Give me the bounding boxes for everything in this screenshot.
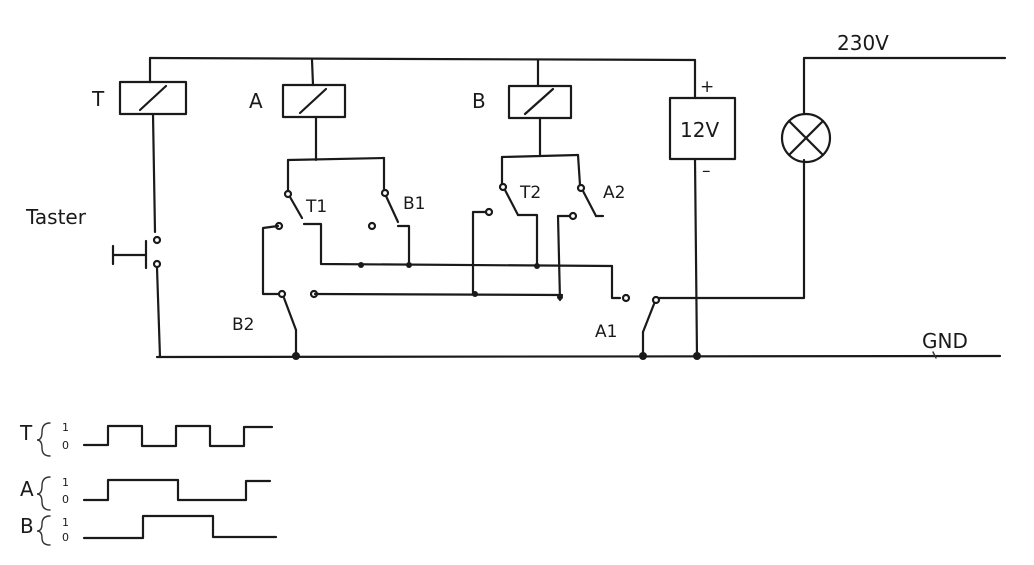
supply-230v-wire bbox=[802, 56, 1007, 116]
timing-t-waveform bbox=[82, 424, 274, 448]
timing-t-brace bbox=[36, 422, 51, 457]
gnd-rail-wire bbox=[155, 354, 1002, 359]
battery-gnd-junction bbox=[693, 352, 701, 360]
a1-gnd-junction bbox=[639, 352, 647, 360]
timing-b-waveform bbox=[82, 514, 278, 540]
timing-a-brace bbox=[36, 476, 51, 511]
timing-a-label: A bbox=[20, 477, 34, 501]
push-button-contact-bottom bbox=[152, 259, 162, 269]
a1-blade bbox=[641, 302, 656, 334]
cross-wire-lower bbox=[313, 292, 564, 297]
b2-gnd-junction bbox=[292, 352, 300, 360]
timing-b-label: B bbox=[20, 514, 34, 538]
relay-a-label: A bbox=[249, 89, 263, 113]
mid-junction bbox=[358, 262, 364, 268]
t2-junction bbox=[534, 263, 540, 269]
relay-t-label: T bbox=[91, 87, 105, 111]
lamp-return-wire bbox=[657, 158, 806, 300]
t1-blade bbox=[288, 195, 304, 220]
timing-t-label: T bbox=[19, 421, 33, 445]
relay-a-coil bbox=[281, 83, 347, 119]
timing-a-waveform bbox=[82, 478, 272, 502]
battery-12v bbox=[668, 96, 737, 161]
timing-a-low: 0 bbox=[62, 493, 69, 506]
b1-output-wire bbox=[396, 224, 411, 267]
a1-input-wire bbox=[610, 264, 622, 300]
a2-nc-wire bbox=[556, 214, 572, 302]
t2-output-wire bbox=[516, 213, 539, 268]
timing-t-low: 0 bbox=[62, 439, 69, 452]
t2-pivot bbox=[498, 182, 508, 192]
timing-t-high: 1 bbox=[62, 421, 69, 434]
lamp-body bbox=[780, 112, 832, 164]
t1-output-wire bbox=[302, 222, 614, 268]
relay-b-output-wire bbox=[500, 116, 580, 159]
contact-a1-label: A1 bbox=[595, 322, 617, 342]
relay-a-feed-wire bbox=[310, 58, 315, 87]
t2-blade bbox=[503, 188, 520, 217]
t1-pivot bbox=[283, 189, 293, 199]
b2-no-contact bbox=[309, 289, 319, 299]
b2-blade bbox=[282, 296, 298, 332]
gnd-marker bbox=[932, 351, 937, 359]
t2-nc-wire bbox=[471, 210, 488, 296]
relay-b-label: B bbox=[472, 89, 486, 113]
b1-blade bbox=[384, 194, 400, 224]
timing-diagram: T 1 0 A 1 0 B 1 0 bbox=[19, 421, 278, 546]
a2-upper-wire bbox=[576, 153, 582, 187]
cross-junction-right bbox=[557, 294, 563, 300]
push-button-actuator bbox=[111, 239, 148, 270]
b2-input-wire bbox=[261, 224, 280, 296]
cross-junction-left bbox=[472, 291, 478, 297]
relay-t-coil-slash bbox=[138, 84, 168, 112]
timing-b-brace bbox=[36, 515, 51, 546]
lamp-cross-icon bbox=[787, 119, 825, 157]
battery-12v-label: 12V bbox=[680, 118, 719, 142]
gnd-label: GND bbox=[922, 329, 968, 353]
battery-plus-label: + bbox=[700, 77, 714, 97]
b1-junction bbox=[406, 262, 412, 268]
a1-contact bbox=[621, 293, 631, 303]
relay-t-output-wire bbox=[151, 112, 157, 234]
b2-pivot bbox=[277, 289, 287, 299]
battery-minus-wire bbox=[693, 157, 699, 359]
relay-a-output-wire bbox=[286, 115, 386, 162]
contact-t1-label: T1 bbox=[305, 197, 327, 217]
contact-b1-label: B1 bbox=[403, 194, 425, 214]
relay-b-coil-slash bbox=[523, 87, 555, 116]
push-button-contact-top bbox=[152, 235, 162, 245]
a1-pivot bbox=[651, 295, 661, 305]
timing-a-high: 1 bbox=[62, 476, 69, 489]
contact-b2-label: B2 bbox=[232, 315, 254, 335]
supply-230v-label: 230V bbox=[837, 31, 889, 55]
contact-a2-label: A2 bbox=[603, 183, 625, 203]
a2-blade bbox=[581, 189, 598, 218]
contact-t2-label: T2 bbox=[519, 183, 541, 203]
timing-b-high: 1 bbox=[62, 516, 69, 529]
push-button-label: Taster bbox=[25, 205, 87, 229]
timing-b-low: 0 bbox=[62, 531, 69, 544]
a2-pivot bbox=[576, 183, 586, 193]
b1-nc-contact bbox=[367, 221, 377, 231]
top-rail-wire bbox=[148, 56, 697, 62]
push-button-to-gnd-wire bbox=[155, 266, 162, 359]
battery-minus-label: – bbox=[702, 161, 711, 181]
b1-pivot bbox=[380, 188, 390, 198]
relay-a-coil-slash bbox=[298, 87, 328, 115]
